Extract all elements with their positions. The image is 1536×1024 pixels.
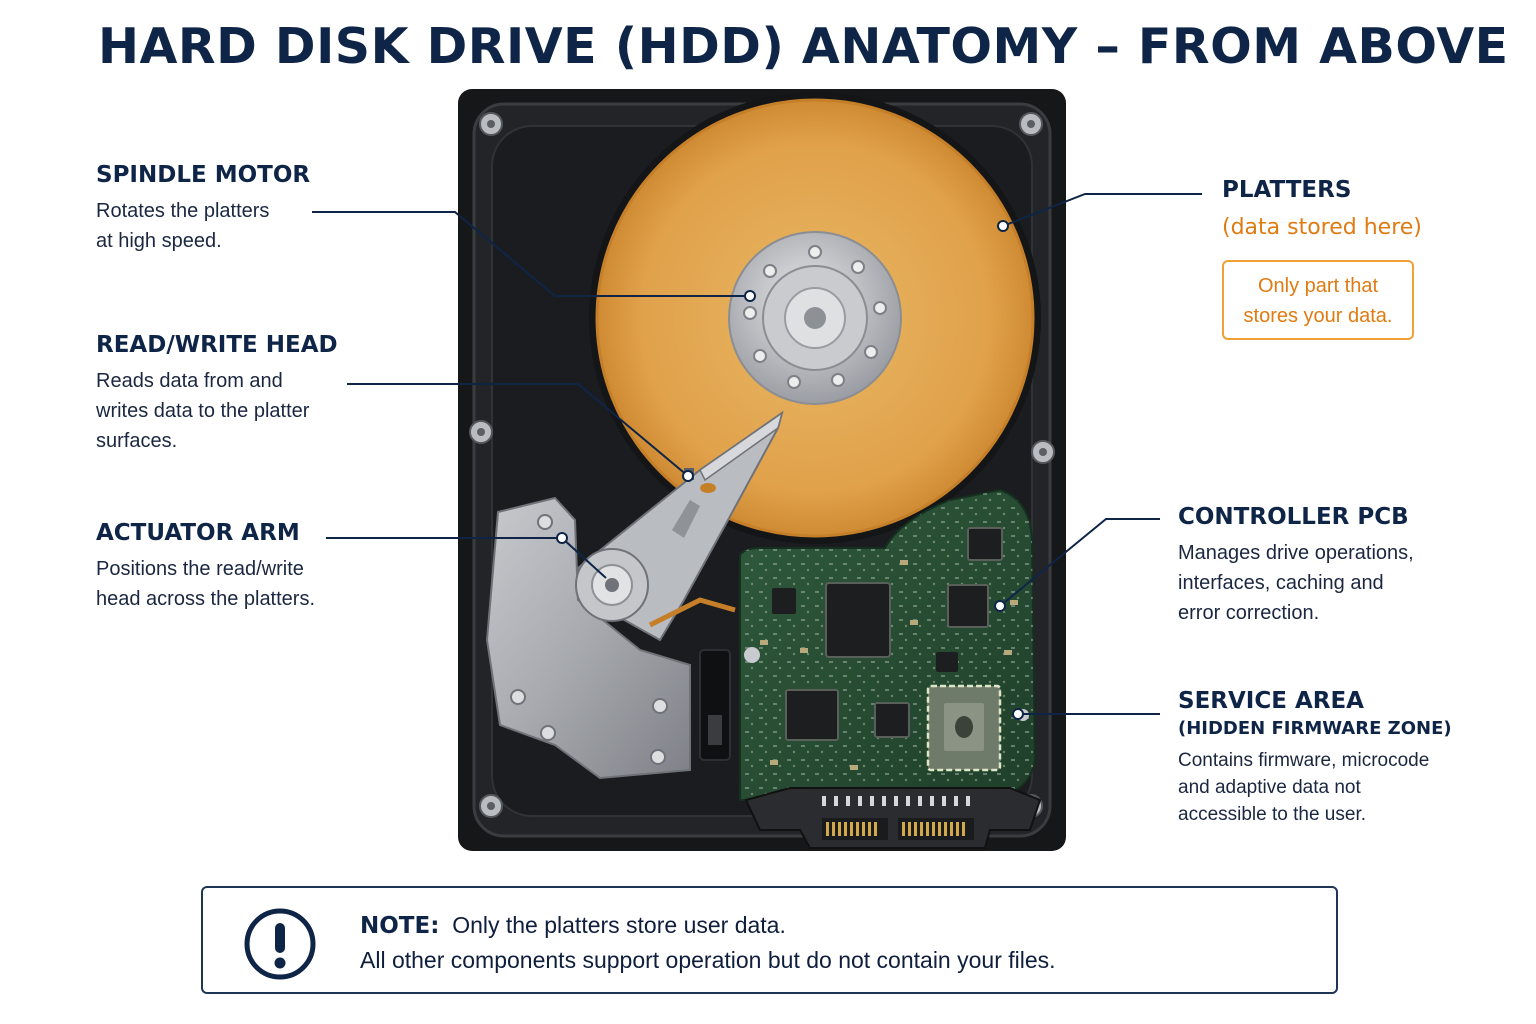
label-service-subtitle: (HIDDEN FIRMWARE ZONE) [1178,718,1452,739]
label-service-title: SERVICE AREA [1178,688,1364,714]
label-actuator-desc: Positions the read/write head across the… [96,558,316,610]
leader-pcb [999,518,1160,607]
flex-connector [699,649,731,761]
label-pcb-title: CONTROLLER PCB [1178,504,1409,530]
note-prefix: NOTE: [360,913,440,939]
actuator-magnet-plate [485,496,691,780]
label-pcb-desc: Manages drive operations, interfaces, ca… [1178,542,1414,624]
spindle-hub [728,231,902,405]
label-service-area: SERVICE AREA (HIDDEN FIRMWARE ZONE) Cont… [1178,688,1452,828]
label-actuator-title: ACTUATOR ARM [96,520,300,546]
leader-endpoints [556,220,1024,720]
label-spindle-desc: Rotates the platters at high speed. [96,200,270,252]
label-platters-highlight: (data stored here) [1222,215,1422,240]
label-spindle-title: SPINDLE MOTOR [96,162,311,188]
label-controller-pcb: CONTROLLER PCB Manages drive operations,… [1178,504,1414,628]
label-read-write-head: READ/WRITE HEAD Reads data from and writ… [96,332,338,456]
leader-platters [1002,193,1202,227]
label-platters: PLATTERS (data stored here) [1222,177,1422,240]
label-actuator-arm: ACTUATOR ARM Positions the read/write he… [96,520,315,614]
controller-pcb [739,488,1037,802]
page-title: HARD DISK DRIVE (HDD) ANATOMY – FROM ABO… [98,18,1509,75]
note-text: NOTE: Only the platters store user data.… [360,908,1056,977]
sata-connector [744,787,1042,849]
platters-callout-box: Only part that stores your data. [1222,260,1414,340]
exclamation-icon [244,908,316,980]
leader-spindle [312,211,750,297]
note-line1: Only the platters store user data. [452,912,786,938]
note-box: NOTE: Only the platters store user data.… [201,886,1338,994]
label-head-title: READ/WRITE HEAD [96,332,338,358]
label-spindle-motor: SPINDLE MOTOR Rotates the platters at hi… [96,162,310,256]
label-service-desc: Contains firmware, microcode and adaptiv… [1178,750,1430,825]
actuator-arm [575,410,784,642]
note-line2: All other components support operation b… [360,947,1056,973]
label-head-desc: Reads data from and writes data to the p… [96,370,310,452]
label-platters-title: PLATTERS [1222,177,1352,203]
leader-head [347,383,689,477]
